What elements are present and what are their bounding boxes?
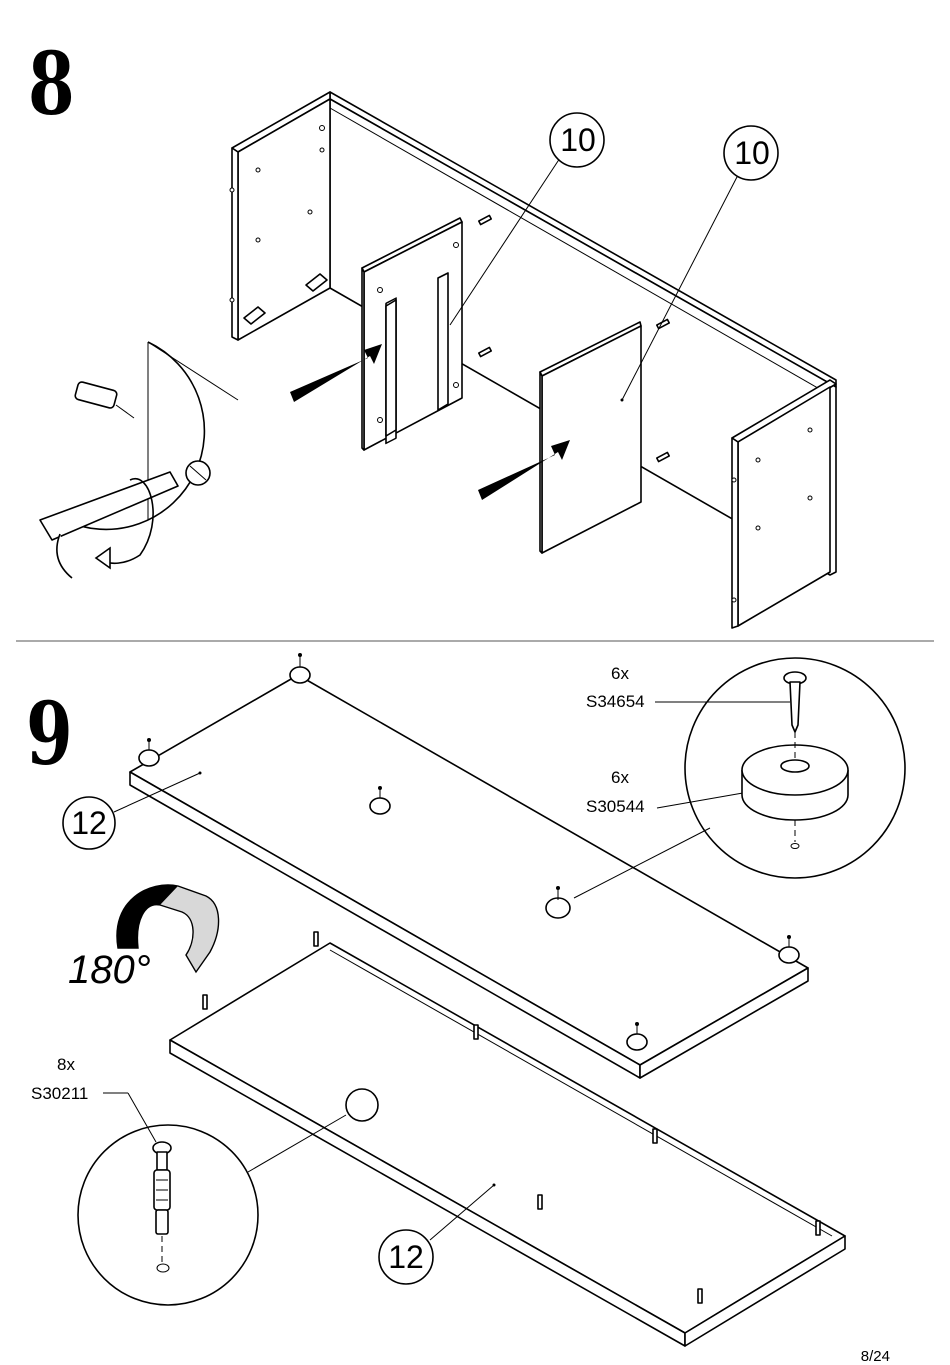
page-number: 8/24 [861,1348,890,1365]
part-callout-10b: 10 [733,135,771,172]
hardware-qty-3: 8x [46,1055,86,1075]
step-9-drawing [63,653,905,1346]
part-callout-10a: 10 [559,122,597,159]
hardware-code-1: S34654 [586,692,645,712]
hardware-qty-2: 6x [600,768,640,788]
part-callout-12b: 12 [387,1239,425,1276]
left-side-panel [230,92,330,340]
hardware-qty-1: 6x [600,664,640,684]
step-8-drawing [40,92,836,628]
cam-lock-detail [40,342,238,578]
part-callout-12a: 12 [70,805,108,842]
hardware-code-3: S30211 [31,1084,88,1104]
hardware-code-2: S30544 [586,797,645,817]
rotation-label: 180° [68,948,151,993]
